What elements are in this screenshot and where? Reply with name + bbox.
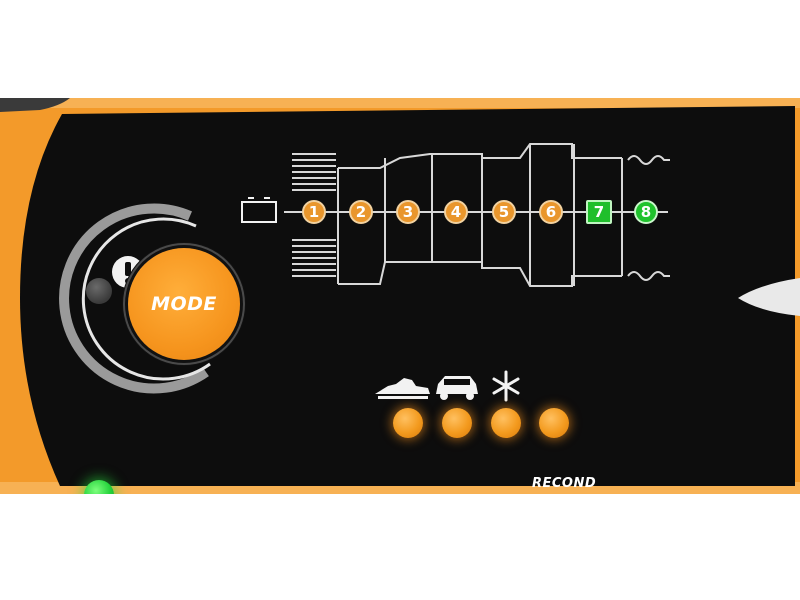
recond-mode-led	[539, 408, 569, 438]
step-6-indicator: 6	[539, 200, 563, 224]
car-mode-led	[442, 408, 472, 438]
step-3-indicator: 3	[396, 200, 420, 224]
mode-button-label: MODE	[151, 293, 217, 315]
charger-panel: MODE 1 2 3 4 5 6 7 8 RECOND	[0, 98, 800, 494]
recond-label: RECOND	[532, 476, 597, 491]
step-7-indicator: 7	[586, 200, 612, 224]
step-8-indicator: 8	[634, 200, 658, 224]
snowmobile-icon	[375, 378, 430, 399]
battery-icon	[241, 197, 277, 223]
step-1-indicator: 1	[302, 200, 326, 224]
warning-led	[86, 278, 112, 304]
mode-button[interactable]: MODE	[128, 248, 240, 360]
step-4-indicator: 4	[444, 200, 468, 224]
car-icon	[436, 376, 478, 400]
step-2-indicator: 2	[349, 200, 373, 224]
snowflake-icon	[492, 370, 520, 402]
step-5-indicator: 5	[492, 200, 516, 224]
power-led	[84, 480, 114, 494]
snowflake-mode-led	[491, 408, 521, 438]
snowmobile-mode-led	[393, 408, 423, 438]
